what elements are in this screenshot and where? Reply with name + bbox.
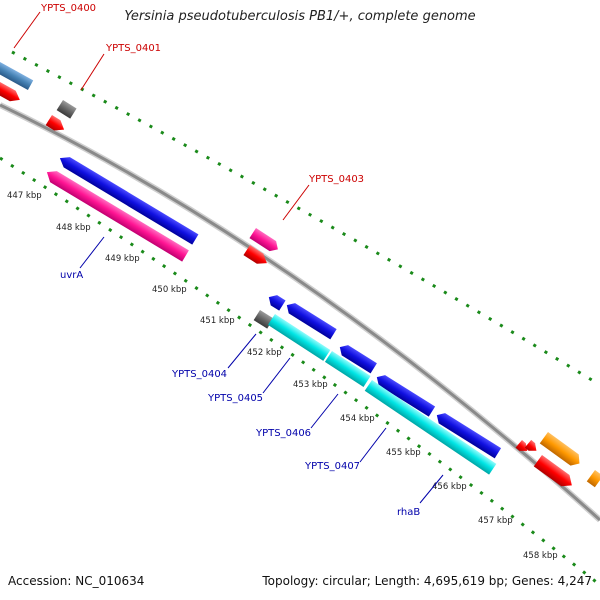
label-ypts-0403[interactable]: YPTS_0403 (308, 174, 364, 185)
orange-block (586, 470, 600, 488)
leader-ypts-0406 (310, 393, 339, 429)
blue-arrow-2 (339, 345, 377, 374)
feature-ypts-0401[interactable] (56, 100, 77, 119)
feature-blue-small[interactable] (266, 292, 286, 311)
feature-uvra-blue[interactable] (57, 153, 199, 245)
feature-red-0401[interactable] (45, 115, 68, 135)
scale-labels: 447 kbp 448 kbp 449 kbp 450 kbp 451 kbp … (7, 191, 558, 561)
blue-arrow-1 (286, 303, 337, 340)
scale-label-454: 454 kbp (340, 414, 375, 424)
feature-blue-3[interactable] (374, 372, 436, 417)
ypts-0407-block (364, 380, 497, 475)
label-rhab[interactable]: rhaB (397, 507, 420, 518)
red-small-arrow-2 (524, 439, 537, 451)
leader-ypts-0400 (13, 11, 41, 49)
feature-ypts-0403[interactable] (249, 228, 281, 254)
leader-ypts-0407 (359, 427, 387, 463)
feature-red-0403[interactable] (243, 245, 270, 268)
ypts-0406-block (324, 351, 371, 387)
scale-label-449: 449 kbp (105, 254, 140, 264)
uvra-arrow (46, 171, 189, 262)
leader-ypts-0403 (282, 184, 310, 221)
leader-uvra (79, 236, 105, 269)
feature-red-right-1[interactable] (515, 435, 540, 459)
label-ypts-0400[interactable]: YPTS_0400 (40, 3, 96, 14)
feature-red-left[interactable] (0, 79, 23, 106)
blue-arrow-4 (436, 413, 502, 459)
outer-tick-track (11, 50, 600, 387)
red-arrow-0403 (243, 245, 267, 264)
feature-red-right-2[interactable] (533, 455, 576, 491)
genome-summary-text: Topology: circular; Length: 4,695,619 bp… (262, 574, 592, 588)
red-arrow-0401 (45, 115, 65, 131)
label-ypts-0401[interactable]: YPTS_0401 (105, 43, 161, 54)
feature-ypts-0406[interactable] (324, 351, 371, 387)
leader-ypts-0405 (262, 357, 291, 394)
reverse-gene-labels: uvrA YPTS_0404 YPTS_0405 YPTS_0406 YPTS_… (60, 236, 444, 518)
ypts-0401-block (56, 100, 77, 119)
feature-blue-2[interactable] (337, 342, 377, 374)
genome-backbone-core (0, 103, 600, 522)
ypts-0400-block (0, 59, 34, 91)
feature-blue-4[interactable] (434, 410, 502, 459)
label-ypts-0406[interactable]: YPTS_0406 (255, 428, 311, 439)
feature-uvra[interactable] (43, 167, 189, 262)
leader-ypts-0401 (80, 53, 105, 91)
label-ypts-0404[interactable]: YPTS_0404 (171, 369, 227, 380)
red-arrow-right (533, 455, 572, 487)
feature-blue-1[interactable] (284, 300, 337, 340)
blue-small-arrow (268, 295, 286, 311)
leader-rhab (419, 474, 444, 504)
blue-arrow-3 (376, 375, 436, 417)
inner-tick-track (0, 156, 600, 587)
scale-label-452: 452 kbp (247, 348, 282, 358)
ypts-0403-arrow (249, 228, 278, 252)
scale-label-458: 458 kbp (523, 551, 558, 561)
feature-ypts-0407[interactable] (364, 380, 497, 475)
orange-arrow (539, 432, 580, 466)
leader-ypts-0404 (227, 333, 257, 369)
scale-label-457: 457 kbp (478, 516, 513, 526)
feature-ypts-0405[interactable] (267, 314, 331, 361)
label-uvra[interactable]: uvrA (60, 270, 83, 281)
scale-label-453: 453 kbp (293, 380, 328, 390)
label-ypts-0407[interactable]: YPTS_0407 (304, 461, 360, 472)
scale-label-447: 447 kbp (7, 191, 42, 201)
red-small-arrow-1 (515, 440, 528, 451)
red-arrow-left (0, 79, 20, 102)
forward-gene-labels: YPTS_0400 YPTS_0401 YPTS_0403 (13, 3, 364, 221)
scale-label-456: 456 kbp (432, 482, 467, 492)
uvra-blue-arrow (59, 157, 199, 245)
feature-orange-2[interactable] (586, 470, 600, 488)
scale-label-450: 450 kbp (152, 285, 187, 295)
map-title: Yersinia pseudotuberculosis PB1/+, compl… (124, 9, 476, 24)
feature-orange[interactable] (539, 432, 584, 469)
scale-label-448: 448 kbp (56, 223, 91, 233)
label-ypts-0405[interactable]: YPTS_0405 (207, 393, 263, 404)
accession-text: Accession: NC_010634 (8, 574, 145, 588)
ypts-0405-block (267, 314, 331, 361)
scale-label-451: 451 kbp (200, 316, 235, 326)
scale-label-455: 455 kbp (386, 448, 421, 458)
feature-ypts-0400[interactable] (0, 59, 34, 91)
